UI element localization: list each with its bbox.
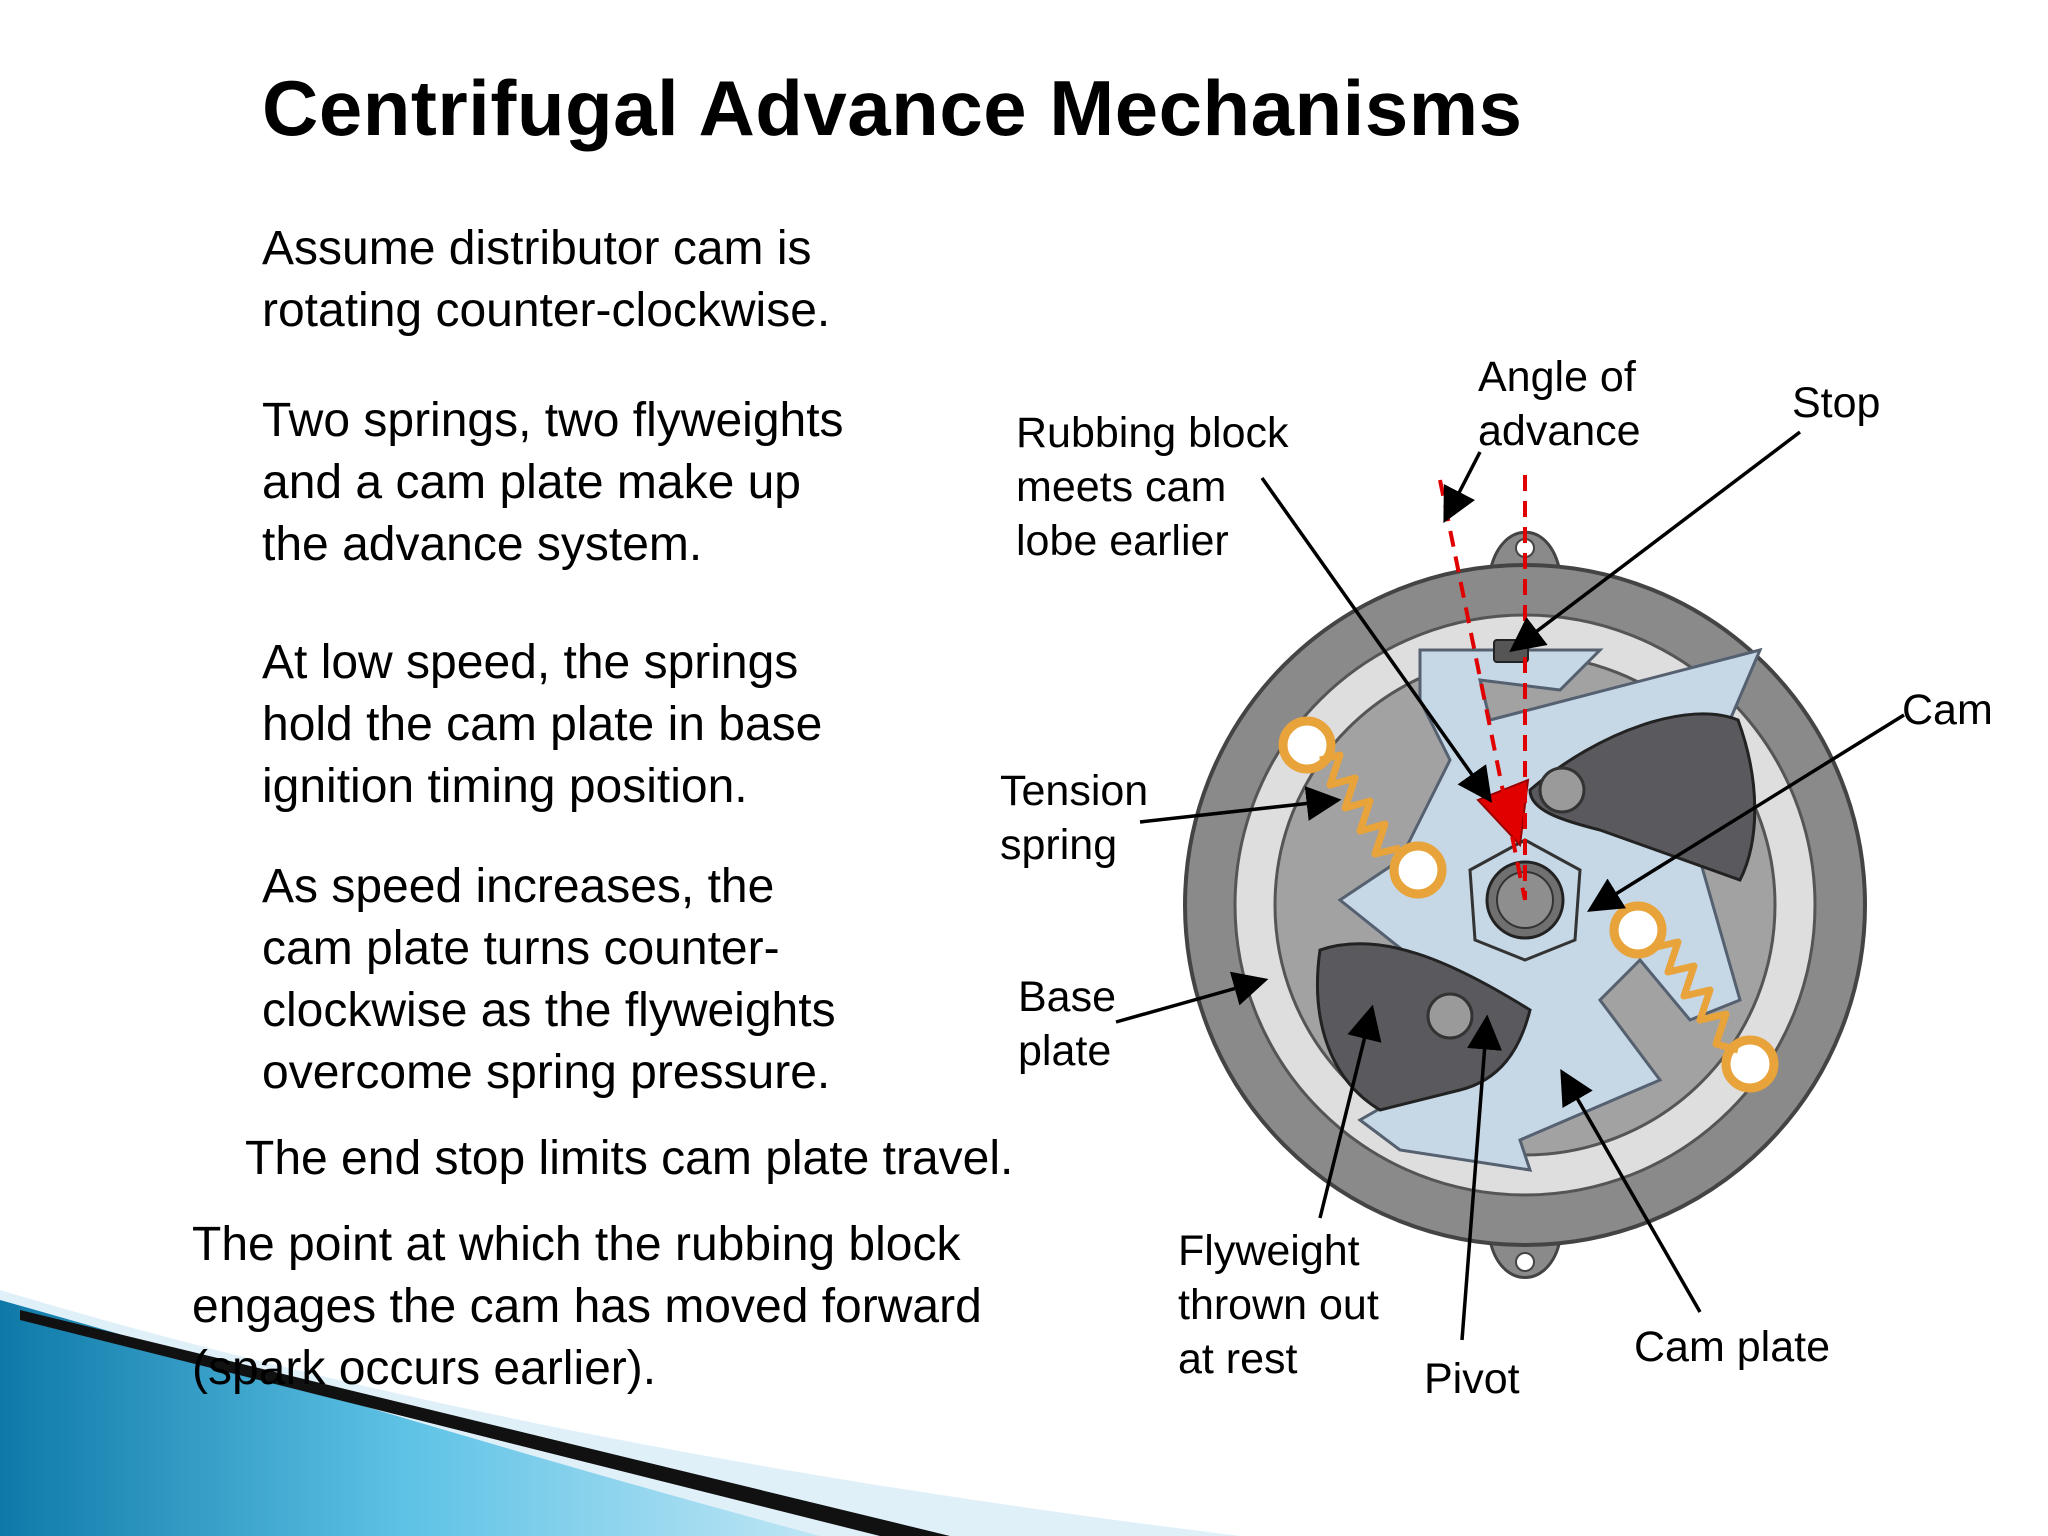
leader-flyweight bbox=[1318, 1004, 1382, 1219]
flyweight-upper bbox=[1528, 712, 1757, 882]
label-base-plate: Base plate bbox=[1018, 973, 1117, 1075]
leader-pivot bbox=[1460, 1014, 1503, 1341]
advance-angle-lines bbox=[1438, 475, 1527, 901]
slide-title: Centrifugal Advance Mechanisms bbox=[262, 64, 1523, 152]
leader-angle-of-advance bbox=[1443, 451, 1482, 524]
label-tension-spring: Tension spring bbox=[1000, 767, 1149, 869]
paragraph-spark-earlier: The point at which the rubbing block eng… bbox=[192, 1218, 982, 1395]
paragraph-advance-system: Two springs, two flyweights and a cam pl… bbox=[262, 394, 844, 571]
paragraph-cam-rotation: Assume distributor cam is rotating count… bbox=[262, 222, 831, 337]
leader-base-plate bbox=[1115, 971, 1269, 1024]
leader-cam-plate bbox=[1560, 1068, 1702, 1313]
leader-rubbing-block bbox=[1260, 476, 1493, 803]
label-cam: Cam bbox=[1902, 686, 1993, 734]
tension-spring-right bbox=[1609, 901, 1779, 1093]
leader-cam bbox=[1587, 713, 1905, 912]
leader-stop bbox=[1509, 430, 1802, 653]
paragraph-end-stop: The end stop limits cam plate travel. bbox=[245, 1132, 1014, 1185]
label-rubbing-block: Rubbing block meets cam lobe earlier bbox=[1016, 409, 1289, 565]
label-cam-plate: Cam plate bbox=[1634, 1323, 1830, 1371]
leader-lines bbox=[1115, 430, 1905, 1341]
label-flyweight: Flyweight thrown out at rest bbox=[1178, 1227, 1379, 1383]
paragraph-speed-increase: As speed increases, the cam plate turns … bbox=[262, 860, 836, 1099]
label-stop: Stop bbox=[1792, 379, 1881, 427]
label-angle-of-advance: Angle of advance bbox=[1478, 353, 1641, 455]
label-pivot: Pivot bbox=[1424, 1355, 1520, 1403]
leader-tension-spring bbox=[1139, 786, 1342, 824]
paragraph-low-speed: At low speed, the springs hold the cam p… bbox=[262, 636, 823, 813]
tension-spring-left bbox=[1278, 716, 1447, 899]
